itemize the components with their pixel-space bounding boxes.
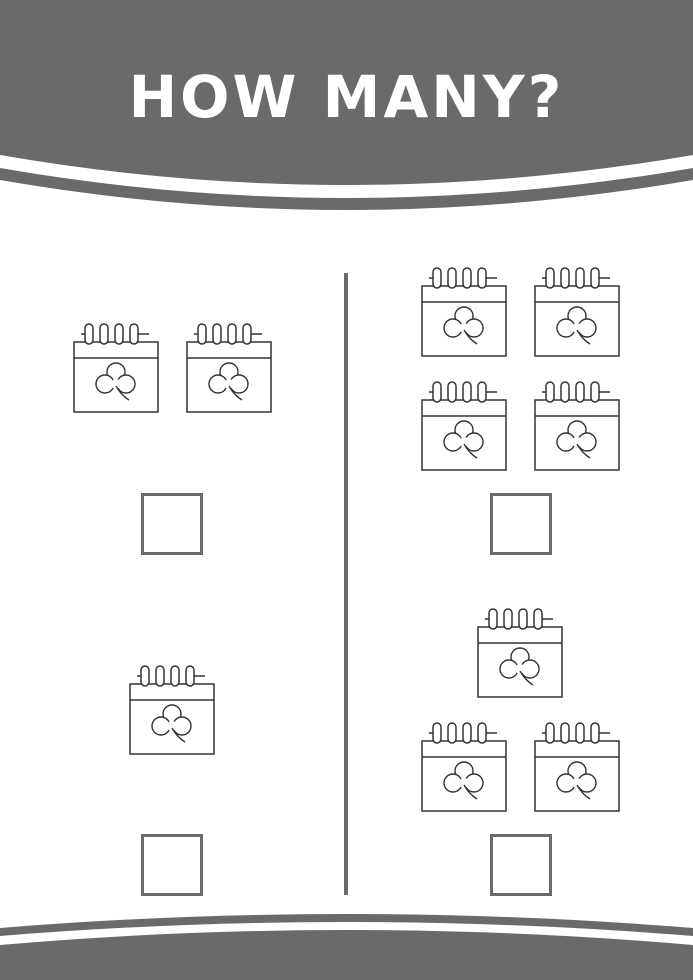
header-swoosh [0, 168, 693, 210]
header-band [0, 0, 693, 185]
calendar-shamrock-icon [421, 381, 507, 471]
calendar-shamrock-icon [421, 267, 507, 357]
calendar-shamrock-icon [534, 267, 620, 357]
calendar-shamrock-icon [534, 722, 620, 812]
calendar-shamrock-icon [129, 665, 215, 755]
answer-box-bottom-right[interactable] [490, 834, 552, 896]
answer-box-top-right[interactable] [490, 493, 552, 555]
calendar-shamrock-icon [534, 381, 620, 471]
answer-box-bottom-left[interactable] [141, 834, 203, 896]
calendar-shamrock-icon [421, 722, 507, 812]
page-title: HOW MANY? [128, 63, 565, 131]
footer-band [0, 930, 693, 980]
footer-swoosh [0, 914, 693, 936]
center-divider [344, 273, 348, 895]
calendar-shamrock-icon [73, 323, 159, 413]
answer-box-top-left[interactable] [141, 493, 203, 555]
calendar-shamrock-icon [186, 323, 272, 413]
calendar-shamrock-icon [477, 608, 563, 698]
